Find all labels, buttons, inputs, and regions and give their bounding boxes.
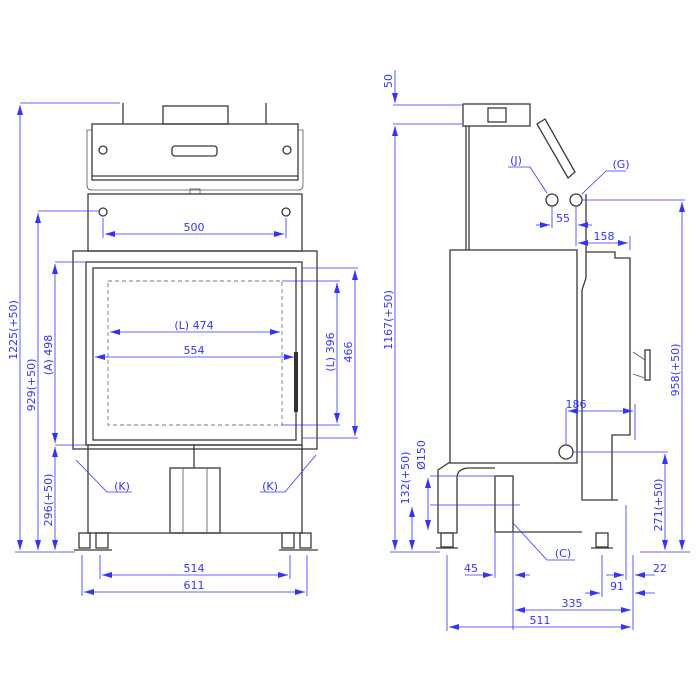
leg-housing [169,467,221,534]
dim-inlet-height: 271(+50) [652,479,665,532]
front-view: 1225(+50) 929(+50) (A) 498 296(+50) (L) … [7,102,358,596]
label-g: (G) [612,158,629,171]
pipe-j [545,193,559,207]
dim-side-total-height: 1167(+50) [382,290,395,350]
label-k-right: (K) [262,480,278,493]
dim-glass-width: (L) 474 [174,319,213,332]
outer-frame [72,250,318,450]
air-spigot [494,475,514,533]
dim-depth: 511 [530,614,551,627]
dim-pipe-spacing: 55 [556,212,570,225]
dim-foot-spacing: 514 [184,562,205,575]
door-handle [294,352,298,412]
label-k-left: (K) [114,480,130,493]
dim-hole-spacing: 500 [184,221,205,234]
door-handle-side [644,349,651,381]
dim-91: 91 [610,580,624,593]
dim-45: 45 [464,562,478,575]
dim-air-height: 132(+50) [399,452,412,505]
pipe-hole-icon [98,207,108,217]
dim-pipe-offset: 158 [594,230,615,243]
hood-plate [536,118,576,180]
dim-opening-width: 554 [184,344,205,357]
dim-air-diameter: Ø150 [415,440,428,470]
dim-pipe-height: 958(+50) [669,344,682,397]
dim-opening-height: (A) 498 [42,335,55,376]
pipe-hole-icon [281,207,291,217]
dim-connection-height: 929(+50) [25,359,38,412]
handle-slot [171,145,218,157]
dim-base-height: 296(+50) [42,474,55,527]
dim-collar: 50 [382,74,395,88]
dim-total-width: 611 [184,579,205,592]
viewing-area [107,280,283,426]
dim-inlet-offset: 186 [566,398,587,411]
dim-door-height: 466 [342,342,355,363]
dim-total-height: 1225(+50) [7,300,20,360]
dim-glass-height: (L) 396 [324,332,337,371]
dim-22: 22 [653,562,667,575]
screw-icon [98,145,108,155]
screw-icon [282,145,292,155]
feet [74,532,318,551]
flue-collar-side [462,103,531,127]
flue-collar [162,105,229,125]
firebox-side [449,249,578,464]
feet-side [436,532,613,549]
dim-335: 335 [562,597,583,610]
side-view: 50 1167(+50) 958(+50) Ø150 132(+50) 271(… [382,70,690,631]
label-c: (C) [555,547,571,560]
pipe-g [569,193,583,207]
inlet-pipe [558,444,574,460]
label-j: (J) [510,154,522,167]
top-hood [91,123,299,181]
